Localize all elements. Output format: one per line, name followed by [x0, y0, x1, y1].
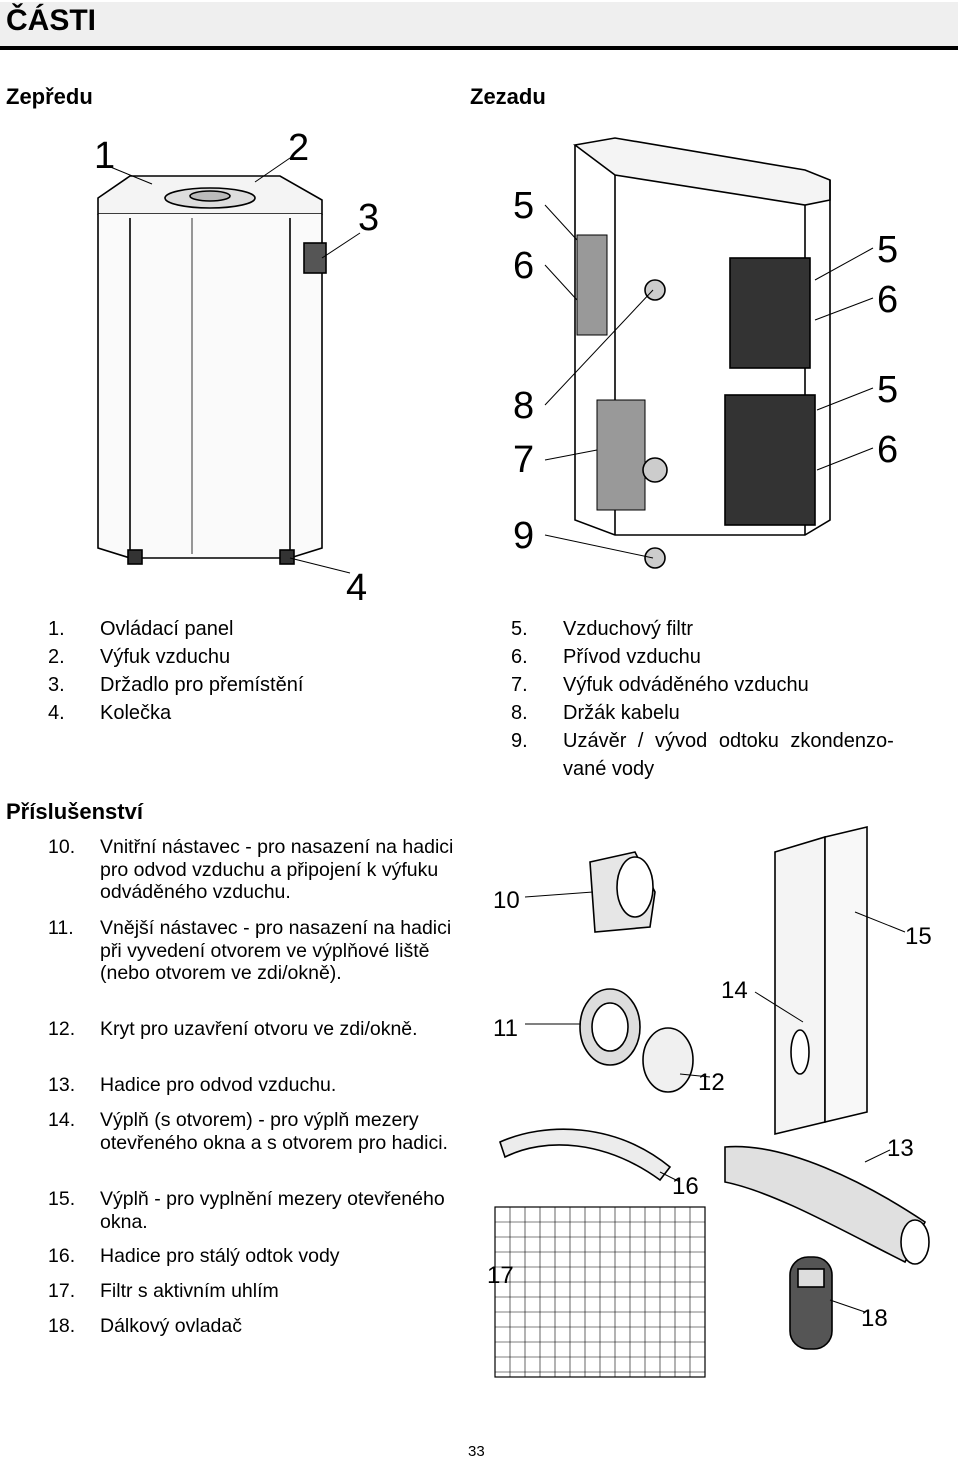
callout-11: 11 — [493, 1015, 518, 1042]
callout-17: 17 — [487, 1262, 514, 1289]
front-parts-list: 1.Ovládací panel 2.Výfuk vzduchu 3.Držad… — [48, 615, 468, 735]
list-item: 1.Ovládací panel — [48, 618, 234, 640]
callout-7: 7 — [513, 439, 534, 481]
callout-2: 2 — [288, 127, 309, 169]
callout-1: 1 — [94, 135, 115, 177]
list-item: 7.Výfuk odváděného vzduchu — [511, 674, 809, 696]
callout-12: 12 — [698, 1069, 725, 1096]
callout-10: 10 — [493, 887, 520, 914]
callout-13: 13 — [887, 1135, 914, 1162]
front-unit-illustration: 1 2 3 4 — [94, 127, 379, 608]
callout-5-left: 5 — [513, 185, 534, 227]
title-bar — [0, 2, 958, 50]
list-item-continuation: vané vody — [563, 758, 655, 780]
callout-14: 14 — [721, 977, 748, 1004]
callout-16: 16 — [672, 1173, 699, 1200]
back-unit-illustration: 5 6 8 7 9 5 6 5 6 — [513, 137, 898, 569]
callout-8: 8 — [513, 385, 534, 427]
callout-5-right-top: 5 — [877, 229, 898, 271]
callout-5-right-bottom: 5 — [877, 369, 898, 411]
list-item: 8.Držák kabelu — [511, 702, 680, 724]
callout-9: 9 — [513, 515, 534, 557]
callout-3: 3 — [358, 197, 379, 239]
back-heading: Zezadu — [470, 84, 546, 109]
callout-4: 4 — [346, 567, 367, 608]
callout-6-right-bottom: 6 — [877, 429, 898, 471]
callout-18: 18 — [861, 1305, 888, 1332]
list-item: 9.Uzávěr / vývod odtoku zkondenzo- — [511, 730, 894, 752]
list-item: 3.Držadlo pro přemístění — [48, 674, 304, 696]
list-item: 6.Přívod vzduchu — [511, 646, 701, 668]
list-item: 5.Vzduchový filtr — [511, 618, 694, 640]
accessories-heading: Příslušenství — [6, 799, 143, 824]
list-item: 4.Kolečka — [48, 702, 172, 724]
accessories-illustration: 10 11 12 13 14 15 16 17 18 — [487, 825, 932, 1378]
front-heading: Zepředu — [6, 84, 93, 109]
callout-6-left: 6 — [513, 245, 534, 287]
back-parts-list: 5.Vzduchový filtr 6.Přívod vzduchu 7.Výf… — [511, 615, 951, 785]
page-number: 33 — [468, 1443, 485, 1460]
accessories-list: 10.Vnitřní nástavec - pro nasazení na ha… — [48, 836, 454, 1337]
callout-15: 15 — [905, 923, 932, 950]
list-item: 2.Výfuk vzduchu — [48, 646, 231, 668]
page-title: ČÁSTI — [6, 4, 96, 37]
callout-6-right-top: 6 — [877, 279, 898, 321]
